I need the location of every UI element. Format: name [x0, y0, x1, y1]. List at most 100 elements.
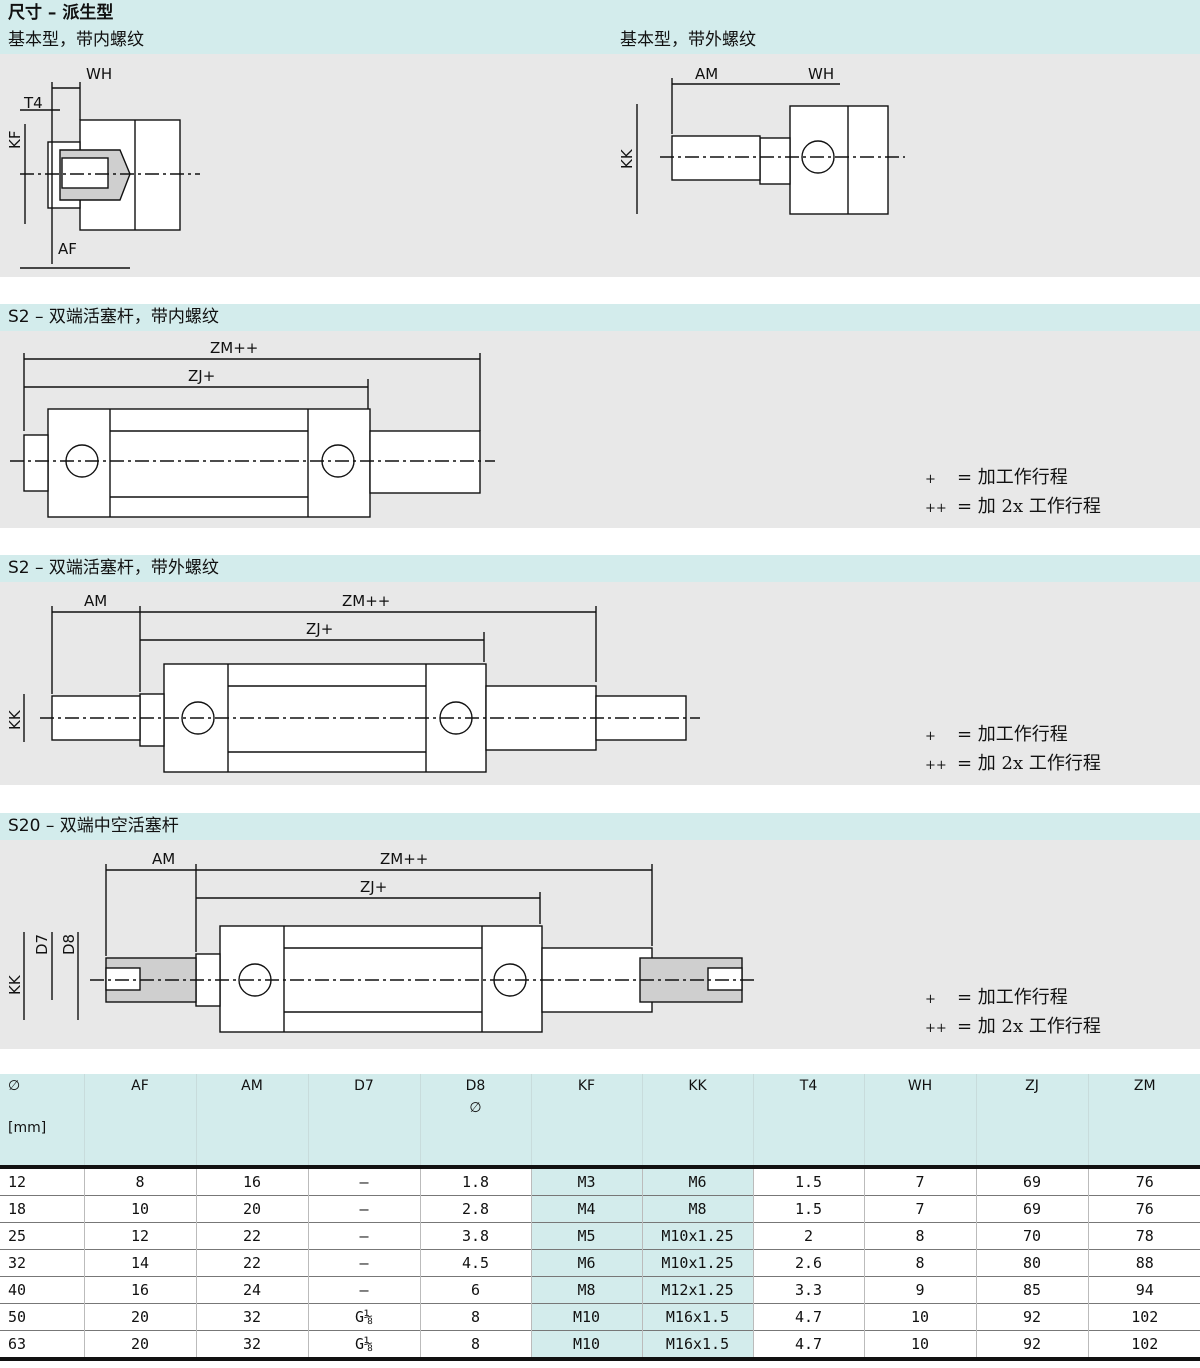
table-cell: 2: [752, 1222, 864, 1250]
section1-title-bar: 基本型，带内螺纹 基本型，带外螺纹: [0, 27, 1200, 54]
column-header-label: AM: [241, 1078, 263, 1094]
table-cell: 16: [195, 1166, 308, 1196]
table-cell: 92: [975, 1303, 1088, 1331]
table-cell: 40: [0, 1276, 84, 1304]
column-header: D7: [307, 1074, 420, 1167]
table-cell: 20: [195, 1195, 308, 1223]
table-cell: 3.8: [419, 1222, 531, 1250]
table-cell: M16x1.5: [641, 1303, 753, 1331]
table-cell: 8: [419, 1303, 531, 1331]
dim-zj-s20: ZJ+: [360, 878, 387, 896]
section3-title: S2 – 双端活塞杆，带外螺纹: [8, 558, 219, 578]
column-header: T4: [752, 1074, 864, 1167]
table-cell: 8: [863, 1249, 976, 1277]
dim-wh-right: WH: [808, 65, 834, 83]
dim-zm-s2i: ZM++: [210, 339, 258, 357]
table-cell: 24: [195, 1276, 308, 1304]
table-cell: M3: [530, 1166, 642, 1196]
table-cell: –: [307, 1276, 420, 1304]
table-cell: 4.7: [752, 1303, 864, 1331]
column-header: AM: [195, 1074, 308, 1167]
section4-title-bar: S20 – 双端中空活塞杆: [0, 813, 1200, 840]
dim-zm-s20: ZM++: [380, 850, 428, 868]
table-cell: 10: [863, 1330, 976, 1361]
section2-title: S2 – 双端活塞杆，带内螺纹: [8, 307, 219, 327]
column-header-label: D8: [465, 1078, 486, 1094]
column-header-label: T4: [799, 1078, 818, 1094]
legend-pp-text: = 加 2x 工作行程: [957, 753, 1101, 774]
column-header-sub: ∅: [469, 1100, 482, 1116]
table-cell: 10: [863, 1303, 976, 1331]
table-cell: –: [307, 1195, 420, 1223]
dim-am-s2e: AM: [84, 592, 107, 610]
legend-plus-symbol: +: [925, 992, 936, 1007]
section3-title-bar: S2 – 双端活塞杆，带外螺纹: [0, 555, 1200, 582]
legend-pp-symbol: ++: [925, 758, 947, 773]
legend-s2e: += 加工作行程 ++= 加 2x 工作行程: [925, 721, 1101, 779]
column-header: ZM: [1087, 1074, 1200, 1167]
table-cell: 94: [1087, 1276, 1200, 1304]
table-cell: 76: [1087, 1195, 1200, 1223]
table-cell: 12: [0, 1166, 84, 1196]
column-header: KF: [530, 1074, 642, 1167]
table-cell: 80: [975, 1249, 1088, 1277]
table-cell: M5: [530, 1222, 642, 1250]
table-cell: M6: [641, 1166, 753, 1196]
table-cell: 22: [195, 1249, 308, 1277]
table-cell: –: [307, 1222, 420, 1250]
column-header: D8 ∅: [419, 1074, 531, 1167]
s2-external-drawing: AM ZM++ ZJ+ KK: [6, 592, 700, 773]
table-cell: 7: [863, 1195, 976, 1223]
basic-drawings: WH T4 KF AF AM WH KK: [6, 65, 905, 269]
column-header-label: AF: [131, 1078, 149, 1094]
table-cell: M16x1.5: [641, 1330, 753, 1361]
table-cell: 20: [83, 1303, 196, 1331]
dim-kk-right: KK: [618, 148, 636, 169]
legend-s20: += 加工作行程 ++= 加 2x 工作行程: [925, 984, 1101, 1042]
table-cell: M8: [641, 1195, 753, 1223]
table-cell: 20: [83, 1330, 196, 1361]
section2-title-bar: S2 – 双端活塞杆，带内螺纹: [0, 304, 1200, 331]
table-cell: 18: [0, 1195, 84, 1223]
column-header-sub: [mm]: [8, 1120, 47, 1136]
dim-am-right: AM: [695, 65, 718, 83]
legend-plus-symbol: +: [925, 729, 936, 744]
dim-d7: D7: [33, 934, 51, 955]
dim-d8: D8: [60, 934, 78, 955]
table-cell: M10x1.25: [641, 1222, 753, 1250]
basic-external-thread-drawing: [636, 78, 905, 215]
panel-s2-external: AM ZM++ ZJ+ KK += 加工作行程 ++= 加 2x 工作行程: [0, 582, 1200, 785]
table-cell: 69: [975, 1195, 1088, 1223]
column-header: ZJ: [975, 1074, 1088, 1167]
column-header-label: ZJ: [1025, 1078, 1039, 1094]
dim-zj-s2e: ZJ+: [306, 620, 333, 638]
legend-s2i: += 加工作行程 ++= 加 2x 工作行程: [925, 464, 1101, 522]
table-cell: 8: [83, 1166, 196, 1196]
table-cell: 9: [863, 1276, 976, 1304]
table-cell: 32: [195, 1330, 308, 1361]
dim-wh-left: WH: [86, 65, 112, 83]
column-header-label: KF: [577, 1078, 596, 1094]
dim-zm-s2e: ZM++: [342, 592, 390, 610]
column-header: KK: [641, 1074, 753, 1167]
panel-basic: WH T4 KF AF AM WH KK: [0, 54, 1200, 277]
table-cell: M12x1.25: [641, 1276, 753, 1304]
column-header: ∅ [mm]: [0, 1074, 84, 1167]
table-header: ∅ [mm] AF AM D7 D8 ∅ KF KK T4 WH ZJ ZM: [0, 1074, 1200, 1167]
column-header-label: ∅: [8, 1078, 21, 1094]
section1-left-title: 基本型，带内螺纹: [8, 30, 144, 50]
table-cell: 4.5: [419, 1249, 531, 1277]
table-cell: 102: [1087, 1303, 1200, 1331]
column-header-label: WH: [907, 1078, 933, 1094]
table-cell: 14: [83, 1249, 196, 1277]
table-cell: –: [307, 1249, 420, 1277]
table-cell: 22: [195, 1222, 308, 1250]
